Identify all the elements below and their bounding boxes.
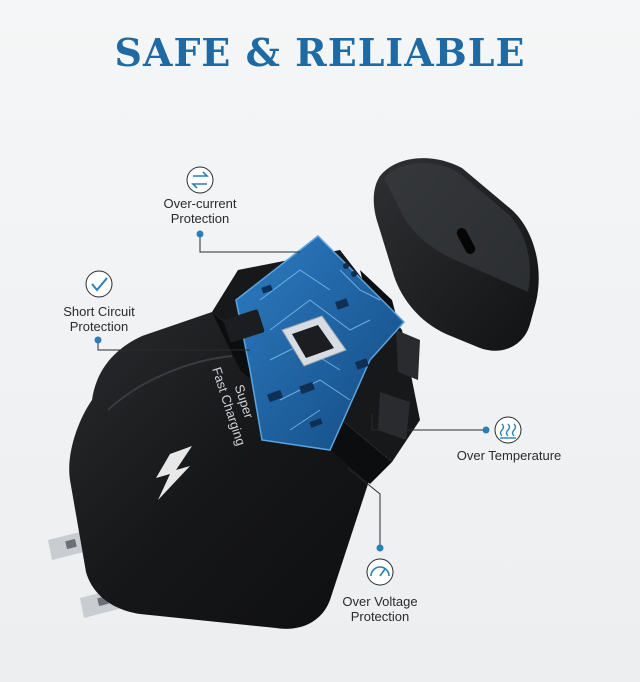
- feature-over-voltage: Over Voltage Protection: [322, 594, 438, 624]
- feature-label-line: Short Circuit: [63, 304, 135, 319]
- gauge-icon: [366, 558, 394, 586]
- feature-label-line: Over Voltage: [342, 594, 418, 609]
- feature-over-temperature: Over Temperature: [446, 448, 572, 463]
- feature-label-line: Protection: [69, 319, 129, 334]
- feature-over-current: Over-current Protection: [140, 196, 260, 226]
- usb-c-cap: [373, 158, 539, 351]
- lightning-bolt-icon: [156, 446, 192, 500]
- circuit-board: [223, 235, 406, 451]
- feature-label-line: Over Temperature: [456, 448, 562, 463]
- feature-label-line: Protection: [350, 609, 410, 624]
- heat-waves-icon: [494, 416, 522, 444]
- callout-dots: [94, 230, 490, 552]
- feature-short-circuit: Short Circuit Protection: [42, 304, 156, 334]
- arrows-exchange-icon: [186, 166, 214, 194]
- checkmark-icon: [85, 270, 113, 298]
- feature-label-line: Protection: [170, 211, 230, 226]
- pin-header: [223, 309, 265, 343]
- microchip: [281, 315, 347, 367]
- feature-label-line: Over-current: [163, 196, 237, 211]
- page-title: SAFE & RELIABLE: [114, 30, 526, 75]
